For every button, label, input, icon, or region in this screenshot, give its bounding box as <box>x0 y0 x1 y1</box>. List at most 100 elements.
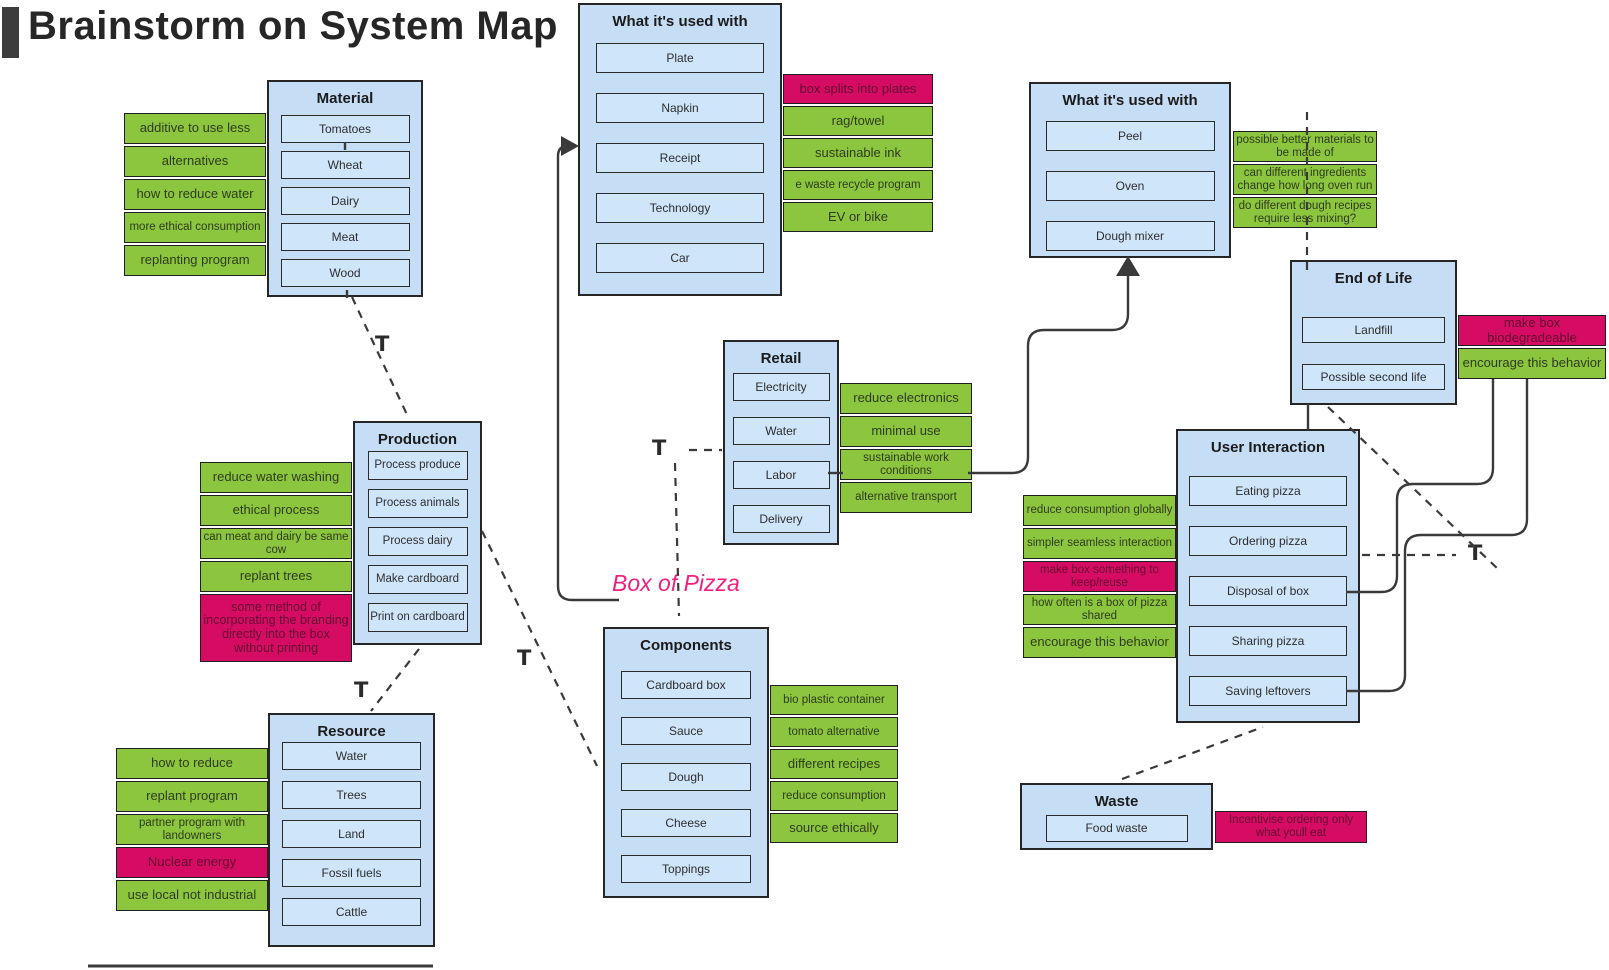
retail-item[interactable]: Delivery <box>732 505 830 533</box>
sticky-note[interactable]: more ethical consumption <box>124 212 266 243</box>
sticky-note[interactable]: use local not industrial <box>116 880 268 911</box>
retail-item[interactable]: Water <box>732 417 830 445</box>
sticky-note[interactable]: alternative transport <box>840 482 972 513</box>
sticky-note[interactable]: replant program <box>116 781 268 812</box>
sticky-note[interactable]: different recipes <box>770 749 898 779</box>
production-item[interactable]: Make cardboard <box>367 565 468 594</box>
retail-item[interactable]: Electricity <box>732 373 830 401</box>
material-item[interactable]: Wheat <box>280 151 410 179</box>
user-interaction-item[interactable]: Disposal of box <box>1189 576 1347 606</box>
sticky-note[interactable]: partner program with landowners <box>116 814 268 845</box>
resource-item[interactable]: Cattle <box>282 898 421 926</box>
retail-notes: reduce electronics minimal use sustainab… <box>840 383 972 513</box>
used-with-item[interactable]: Receipt <box>596 143 764 173</box>
used-with-item[interactable]: Dough mixer <box>1045 221 1215 251</box>
sticky-note[interactable]: how often is a box of pizza shared <box>1023 594 1176 625</box>
user-interaction-item[interactable]: Eating pizza <box>1189 476 1347 506</box>
connector-label-t-5[interactable]: T <box>1468 541 1483 565</box>
used-with-item[interactable]: Technology <box>596 193 764 223</box>
production-item[interactable]: Process animals <box>367 489 468 518</box>
components-item[interactable]: Toppings <box>621 855 751 883</box>
sticky-note[interactable]: some method of incorporating the brandin… <box>200 594 352 662</box>
sticky-note[interactable]: replanting program <box>124 245 266 276</box>
resource-item[interactable]: Fossil fuels <box>282 859 421 887</box>
sticky-note[interactable]: reduce water washing <box>200 462 352 493</box>
resource-group[interactable]: Resource Water Trees Land Fossil fuels C… <box>268 713 435 947</box>
material-group[interactable]: Material Tomatoes Wheat Dairy Meat Wood <box>267 80 423 297</box>
sticky-note[interactable]: reduce consumption <box>770 781 898 811</box>
components-item[interactable]: Sauce <box>621 717 751 745</box>
user-interaction-group[interactable]: User Interaction Eating pizza Ordering p… <box>1176 429 1360 723</box>
sticky-note[interactable]: can meat and dairy be same cow <box>200 528 352 559</box>
resource-item[interactable]: Land <box>282 820 421 848</box>
sticky-note[interactable]: Nuclear energy <box>116 847 268 878</box>
sticky-note[interactable]: replant trees <box>200 561 352 592</box>
used-with-item[interactable]: Peel <box>1045 121 1215 151</box>
user-interaction-item[interactable]: Sharing pizza <box>1189 626 1347 656</box>
production-group[interactable]: Production Process produce Process anima… <box>353 421 482 645</box>
sticky-note[interactable]: make box something to keep/reuse <box>1023 561 1176 592</box>
sticky-note[interactable]: alternatives <box>124 146 266 177</box>
sticky-note[interactable]: minimal use <box>840 416 972 447</box>
user-interaction-item[interactable]: Ordering pizza <box>1189 526 1347 556</box>
sticky-note[interactable]: how to reduce water <box>124 179 266 210</box>
sticky-note[interactable]: additive to use less <box>124 113 266 144</box>
sticky-note[interactable]: possible better materials to be made of <box>1233 131 1377 162</box>
production-notes: reduce water washing ethical process can… <box>200 462 352 662</box>
connector-label-t-4[interactable]: T <box>652 436 667 460</box>
production-item[interactable]: Process dairy <box>367 527 468 556</box>
resource-item[interactable]: Water <box>282 742 421 770</box>
connector-label-t-1[interactable]: T <box>375 332 390 356</box>
sticky-note[interactable]: sustainable ink <box>783 138 933 168</box>
material-item[interactable]: Meat <box>280 223 410 251</box>
user-interaction-item[interactable]: Saving leftovers <box>1189 676 1347 706</box>
used-with-item[interactable]: Plate <box>596 43 764 73</box>
used-with-tools-group[interactable]: What it's used with Peel Oven Dough mixe… <box>1029 82 1231 258</box>
waste-group[interactable]: Waste Food waste <box>1020 783 1213 850</box>
material-item[interactable]: Dairy <box>280 187 410 215</box>
used-with-item[interactable]: Oven <box>1045 171 1215 201</box>
sticky-note[interactable]: make box biodegradeable <box>1458 315 1606 346</box>
components-group[interactable]: Components Cardboard box Sauce Dough Che… <box>603 627 769 898</box>
connector-label-t-3[interactable]: T <box>517 646 532 670</box>
used-with-item[interactable]: Car <box>596 243 764 273</box>
sticky-note[interactable]: simpler seamless interaction <box>1023 528 1176 559</box>
sticky-note[interactable]: reduce consumption globally <box>1023 495 1176 526</box>
sticky-note[interactable]: encourage this behavior <box>1458 348 1606 379</box>
sticky-note[interactable]: how to reduce <box>116 748 268 779</box>
sticky-note[interactable]: e waste recycle program <box>783 170 933 200</box>
components-item[interactable]: Dough <box>621 763 751 791</box>
end-of-life-items: Landfill Possible second life <box>1292 317 1455 390</box>
sticky-note[interactable]: can different ingredients change how lon… <box>1233 164 1377 195</box>
end-of-life-item[interactable]: Possible second life <box>1302 364 1445 390</box>
production-item[interactable]: Process produce <box>367 451 468 480</box>
components-item[interactable]: Cardboard box <box>621 671 751 699</box>
waste-item[interactable]: Food waste <box>1045 815 1188 842</box>
sticky-note[interactable]: tomato alternative <box>770 717 898 747</box>
production-item[interactable]: Print on cardboard <box>367 603 468 632</box>
material-item[interactable]: Tomatoes <box>280 115 410 143</box>
sticky-note[interactable]: box splits into plates <box>783 74 933 104</box>
end-of-life-group[interactable]: End of Life Landfill Possible second lif… <box>1290 260 1457 405</box>
sticky-note[interactable]: encourage this behavior <box>1023 627 1176 658</box>
sticky-note[interactable]: source ethically <box>770 813 898 843</box>
sticky-note[interactable]: sustainable work conditions <box>840 449 972 480</box>
retail-group[interactable]: Retail Electricity Water Labor Delivery <box>723 340 839 545</box>
sticky-note[interactable]: bio plastic container <box>770 685 898 715</box>
sticky-note[interactable]: reduce electronics <box>840 383 972 414</box>
sticky-note[interactable]: do different dough recipes require less … <box>1233 197 1377 228</box>
retail-item[interactable]: Labor <box>732 461 830 489</box>
used-with-item[interactable]: Napkin <box>596 93 764 123</box>
end-of-life-item[interactable]: Landfill <box>1302 317 1445 343</box>
sticky-note[interactable]: Incentivise ordering only what youll eat <box>1215 811 1367 843</box>
components-item[interactable]: Cheese <box>621 809 751 837</box>
resource-item[interactable]: Trees <box>282 781 421 809</box>
connector-label-t-2[interactable]: T <box>354 678 369 702</box>
dashed-waste-to-userinteraction <box>1121 725 1264 781</box>
used-with-products-group[interactable]: What it's used with Plate Napkin Receipt… <box>578 3 782 296</box>
sticky-note[interactable]: EV or bike <box>783 202 933 232</box>
sticky-note[interactable]: rag/towel <box>783 106 933 136</box>
material-item[interactable]: Wood <box>280 259 410 287</box>
sticky-note[interactable]: ethical process <box>200 495 352 526</box>
box-of-pizza-label[interactable]: Box of Pizza <box>612 570 740 596</box>
